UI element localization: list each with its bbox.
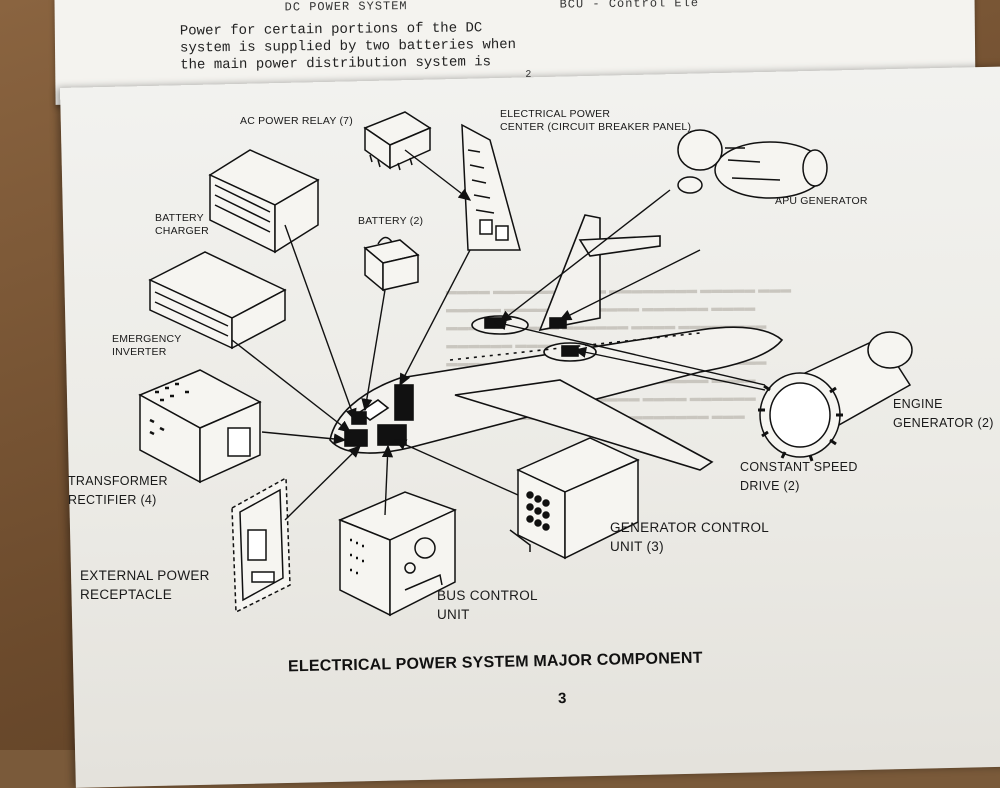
engine-generator-drawing [758, 331, 913, 462]
electrical-system-diagram [138, 111, 913, 617]
bus-control-unit-drawing [338, 491, 457, 617]
apu-generator-drawing [677, 129, 828, 199]
label-bus-control-unit: BUS CONTROL UNIT [437, 588, 538, 622]
label-external-power-receptacle: EXTERNAL POWER RECEPTACLE [80, 568, 210, 602]
label-battery-charger: BATTERY CHARGER [155, 212, 209, 237]
generator-control-unit-drawing [509, 437, 640, 560]
label-ac-power-relay: AC POWER RELAY (7) [240, 115, 353, 127]
battery-charger-drawing [208, 149, 320, 254]
label-generator-control-unit: GENERATOR CONTROL UNIT (3) [610, 520, 770, 554]
external-power-receptacle-drawing [231, 476, 291, 614]
label-transformer-rectifier: TRANSFORMER RECTIFIER (4) [68, 474, 168, 507]
label-battery: BATTERY (2) [358, 215, 424, 227]
ac-power-relay-drawing [363, 111, 432, 171]
label-emergency-inverter: EMERGENCY INVERTER [112, 333, 182, 358]
leader-lines [231, 149, 766, 521]
battery-drawing [363, 236, 420, 292]
label-engine-generator: ENGINE GENERATOR (2) [893, 397, 994, 430]
label-apu-generator: APU GENERATOR [775, 195, 868, 207]
emergency-inverter-drawing [148, 251, 287, 350]
page-number: 3 [557, 689, 567, 708]
label-electrical-power-center: ELECTRICAL POWER CENTER (CIRCUIT BREAKER… [500, 108, 692, 133]
label-constant-speed-drive: CONSTANT SPEED DRIVE (2) [740, 460, 858, 493]
circuit-breaker-panel-drawing [461, 123, 521, 251]
transformer-rectifier-drawing [138, 369, 262, 484]
